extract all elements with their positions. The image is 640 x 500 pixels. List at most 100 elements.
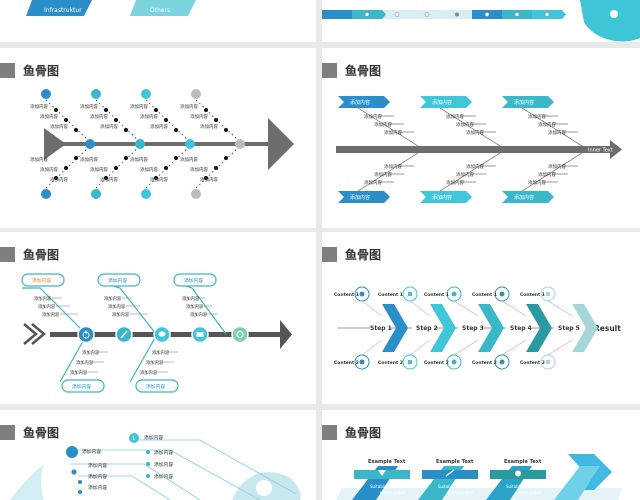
pencil-icon <box>445 469 455 477</box>
svg-text:添加内容: 添加内容 <box>528 113 546 120</box>
slide-fishbone-banners[interactable]: 鱼骨图 Inner Text 添加内容添加内容添加内容 添加内容添加内容添加内容… <box>322 48 640 228</box>
svg-text:添加内容: 添加内容 <box>152 349 170 356</box>
svg-text:添加内容: 添加内容 <box>150 176 168 183</box>
svg-text:添加内容: 添加内容 <box>140 166 158 173</box>
svg-text:添加内容: 添加内容 <box>154 473 173 480</box>
svg-text:添加内容: 添加内容 <box>30 103 48 110</box>
slide-steps[interactable]: 鱼骨图 Step 1 Step 2 Step 3 Step 4 Step 5 R… <box>322 232 640 404</box>
svg-text:Content 2: Content 2 <box>378 360 403 366</box>
svg-text:添加内容: 添加内容 <box>50 176 68 183</box>
svg-text:添加内容: 添加内容 <box>40 113 58 120</box>
svg-text:添加内容: 添加内容 <box>466 163 484 170</box>
svg-text:添加内容: 添加内容 <box>190 113 208 120</box>
svg-text:添加内容: 添加内容 <box>200 176 218 183</box>
svg-text:添加内容: 添加内容 <box>90 166 108 173</box>
svg-text:添加内容: 添加内容 <box>180 103 198 110</box>
svg-text:添加内容: 添加内容 <box>186 303 204 310</box>
svg-text:添加内容: 添加内容 <box>374 171 392 178</box>
svg-text:添加内容: 添加内容 <box>154 449 173 456</box>
svg-text:添加内容: 添加内容 <box>432 194 452 201</box>
svg-text:presentation: presentation <box>448 490 474 495</box>
svg-text:Example Text: Example Text <box>436 459 474 465</box>
svg-text:添加内容: 添加内容 <box>72 383 91 390</box>
slide-title-bar: 鱼骨图 <box>322 62 381 78</box>
svg-text:添加内容: 添加内容 <box>108 303 126 310</box>
title-square-icon <box>322 424 337 440</box>
slide-top-right[interactable] <box>322 0 640 42</box>
svg-text:添加内容: 添加内容 <box>514 99 534 106</box>
svg-text:添加内容: 添加内容 <box>100 176 118 183</box>
svg-text:添加内容: 添加内容 <box>456 171 474 178</box>
svg-text:添加内容: 添加内容 <box>90 113 108 120</box>
slide-title: 鱼骨图 <box>23 63 60 78</box>
svg-text:添加内容: 添加内容 <box>538 171 556 178</box>
svg-text:Content 1: Content 1 <box>520 292 545 298</box>
slide-fishbone-dots[interactable]: 鱼骨图 <box>0 48 316 228</box>
svg-text:Content 2: Content 2 <box>334 360 359 366</box>
slide-title: 鱼骨图 <box>23 425 60 440</box>
svg-text:添加内容: 添加内容 <box>42 311 60 318</box>
slide-fishbone-partial-left[interactable]: 鱼骨图 1 添加内容 添加内容添加内容添加内容 添加内容 添加内容添加内容添加内… <box>0 410 316 500</box>
svg-text:添加内容: 添加内容 <box>140 369 158 376</box>
chat-icon <box>158 331 166 337</box>
svg-text:添加内容: 添加内容 <box>104 295 122 302</box>
title-square-icon <box>0 246 15 262</box>
title-square-icon <box>322 246 337 262</box>
svg-text:添加内容: 添加内容 <box>82 448 101 455</box>
svg-text:Content 1: Content 1 <box>334 292 359 298</box>
svg-text:添加内容: 添加内容 <box>150 123 168 130</box>
svg-text:presentation: presentation <box>516 490 542 495</box>
tag-others: Others <box>150 7 170 14</box>
lightbulb-icon <box>515 470 521 477</box>
team-icon <box>451 291 457 297</box>
slide-fishbone-icons[interactable]: 鱼骨图 添加内容 添加内容 添加内容 添加内容 添加内容 <box>0 232 316 404</box>
hand-icon <box>408 292 412 296</box>
svg-text:Content 2: Content 2 <box>520 360 545 366</box>
svg-text:Content 2: Content 2 <box>424 360 449 366</box>
svg-text:添加内容: 添加内容 <box>528 179 546 186</box>
svg-text:添加内容: 添加内容 <box>180 156 198 163</box>
slide-top-right-graphic <box>322 0 640 42</box>
title-square-icon <box>322 62 337 78</box>
svg-text:添加内容: 添加内容 <box>374 121 392 128</box>
svg-text:添加内容: 添加内容 <box>182 295 200 302</box>
svg-text:添加内容: 添加内容 <box>190 311 208 318</box>
svg-text:添加内容: 添加内容 <box>456 121 474 128</box>
svg-text:添加内容: 添加内容 <box>88 462 107 469</box>
fishbone-partial-right-diagram: Example Text Example Text Example Text S… <box>336 454 622 500</box>
svg-text:添加内容: 添加内容 <box>146 359 164 366</box>
svg-text:添加内容: 添加内容 <box>364 113 382 120</box>
fishbone-banners-diagram: Inner Text 添加内容添加内容添加内容 添加内容添加内容添加内容 添加内… <box>336 96 622 203</box>
lock-icon <box>546 292 550 296</box>
svg-text:Content 1: Content 1 <box>424 292 449 298</box>
diamond-icon <box>378 470 386 476</box>
slide-top-left[interactable]: Infrastruktur Others <box>0 0 316 42</box>
svg-text:Example Text: Example Text <box>368 459 406 465</box>
slide-fishbone-partial-right[interactable]: 鱼骨图 Example Text Example Text Example Te… <box>322 410 640 500</box>
svg-text:添加内容: 添加内容 <box>100 123 118 130</box>
svg-text:添加内容: 添加内容 <box>32 277 51 284</box>
svg-text:添加内容: 添加内容 <box>350 194 370 201</box>
svg-text:添加内容: 添加内容 <box>30 156 48 163</box>
inner-text-label: Inner Text <box>588 148 613 154</box>
pen-icon <box>120 330 128 339</box>
slide-title: 鱼骨图 <box>23 247 60 262</box>
svg-text:添加内容: 添加内容 <box>446 179 464 186</box>
step-1-label: Step 1 <box>370 325 392 332</box>
svg-text:添加内容: 添加内容 <box>514 194 534 201</box>
svg-text:添加内容: 添加内容 <box>70 369 88 376</box>
svg-text:添加内容: 添加内容 <box>384 163 402 170</box>
svg-text:添加内容: 添加内容 <box>432 99 452 106</box>
svg-text:Example Text: Example Text <box>504 459 542 465</box>
svg-text:添加内容: 添加内容 <box>154 461 173 468</box>
team-icon <box>451 359 457 365</box>
svg-text:添加内容: 添加内容 <box>548 163 566 170</box>
person-icon <box>359 291 365 297</box>
svg-text:添加内容: 添加内容 <box>34 295 52 302</box>
svg-text:presentation: presentation <box>380 490 406 495</box>
number-one: 1 <box>132 436 135 442</box>
svg-text:添加内容: 添加内容 <box>548 129 566 136</box>
svg-text:添加内容: 添加内容 <box>80 156 98 163</box>
